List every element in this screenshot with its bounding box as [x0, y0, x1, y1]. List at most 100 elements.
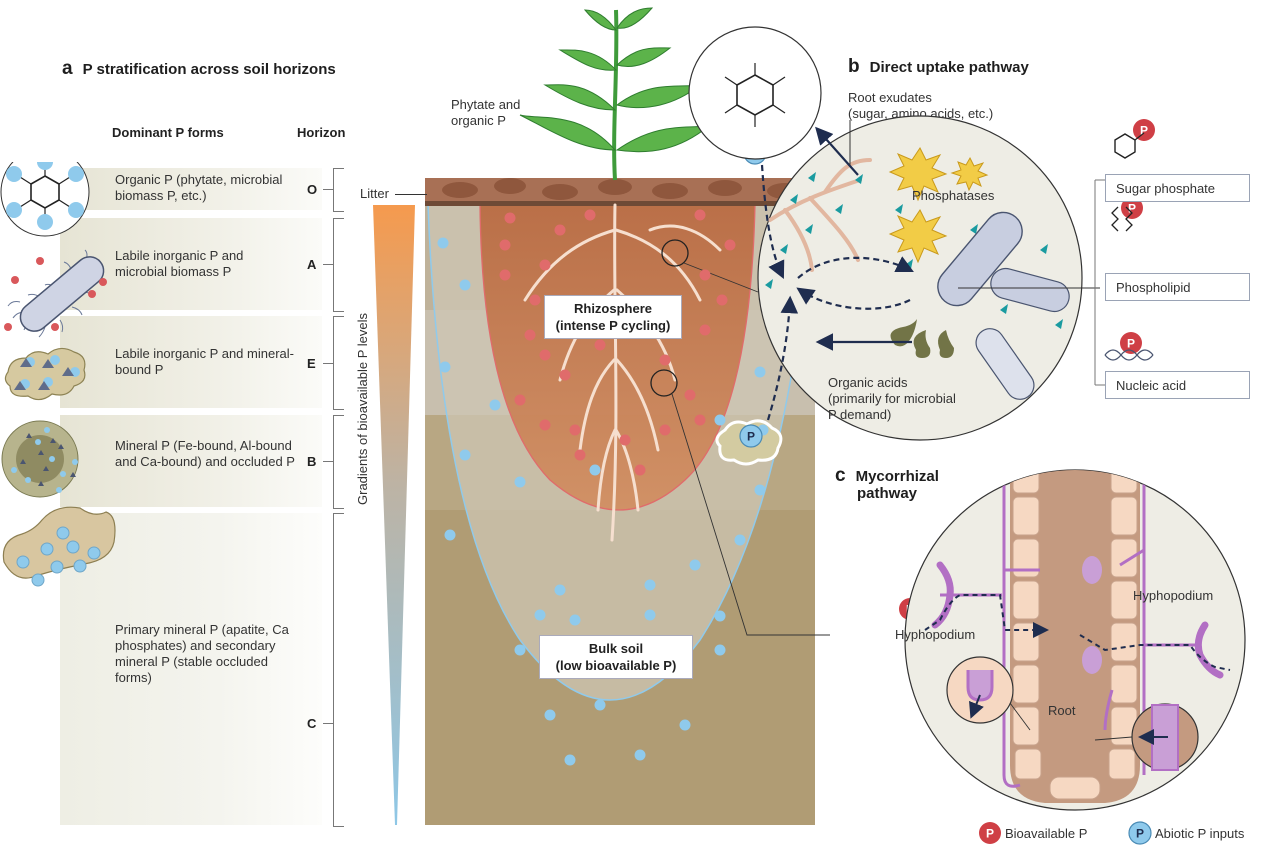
horizon-o: O — [307, 182, 318, 197]
abiotic-dot — [754, 484, 766, 496]
abiotic-dot — [444, 529, 456, 541]
bioavailable-dot — [504, 212, 516, 224]
bioavailability-gradient — [373, 205, 415, 825]
bioavailable-dot — [514, 394, 526, 406]
bioavailable-dot — [539, 259, 551, 271]
panel-c-title-line2: pathway — [857, 485, 918, 502]
horizon-c: C — [307, 716, 317, 731]
bioavailable-dot — [539, 419, 551, 431]
zoom-circle-rhizosphere — [661, 239, 689, 267]
abiotic-dot — [634, 749, 646, 761]
root-label: Root — [1048, 703, 1076, 718]
horizon-row-o — [60, 168, 322, 210]
abiotic-dot — [514, 476, 526, 488]
bioavailable-dot — [574, 449, 586, 461]
mineral-aggregate-icon — [4, 347, 86, 401]
bioavailable-p-badge: P — [1121, 197, 1143, 219]
abiotic-dot — [564, 754, 576, 766]
bioavailable-dot — [619, 434, 631, 446]
legend-abiotic-icon: P — [1128, 821, 1152, 845]
bioavailable-dot — [684, 389, 696, 401]
direct-uptake-circle — [757, 115, 1100, 441]
panel-a-title: a P stratification across soil horizons — [62, 58, 336, 80]
sugar-phosphate-box: Sugar phosphate — [1105, 174, 1250, 202]
abiotic-p-badge: P — [739, 424, 763, 448]
bioavailable-dot — [499, 239, 511, 251]
dominant-forms-header: Dominant P forms — [112, 125, 224, 140]
organic-acids-label: Organic acids (primarily for microbial P… — [828, 375, 956, 423]
horizon-row-b — [60, 415, 322, 507]
svg-text:P: P — [1128, 202, 1136, 216]
phytate-zoom-icon — [688, 26, 822, 160]
svg-text:P: P — [1127, 337, 1135, 351]
panel-a-title-text: P stratification across soil horizons — [82, 61, 336, 78]
row-text-a: Labile inorganic P and microbial biomass… — [115, 248, 244, 279]
bulk-soil-label-line2: (low bioavailable P) — [555, 658, 677, 673]
abiotic-dot — [714, 414, 726, 426]
bioavailable-dot — [659, 354, 671, 366]
abiotic-dot — [569, 614, 581, 626]
phosphatases-label: Phosphatases — [912, 188, 995, 203]
organic-acid-drops-icon — [890, 319, 954, 358]
row-text-b: Mineral P (Fe-bound, Al-bound and Ca-bou… — [115, 438, 295, 469]
abiotic-dot — [489, 399, 501, 411]
bracket-e — [333, 316, 344, 410]
primary-mineral-rock-icon — [2, 506, 116, 587]
horizon-row-e — [60, 316, 322, 408]
bioavailable-dot — [694, 414, 706, 426]
phytate-molecule-icon — [0, 162, 90, 237]
bracket-o — [333, 168, 344, 212]
horizon-a: A — [307, 257, 317, 272]
svg-text:P: P — [1136, 827, 1144, 841]
nucleic-acid-icon — [1104, 349, 1154, 361]
sugar-phosphate-icon — [1114, 132, 1145, 159]
mycorrhizal-circle — [904, 469, 1246, 811]
bioavailable-dot — [524, 329, 536, 341]
row-text-o: Organic P (phytate, microbial biomass P,… — [115, 172, 283, 203]
bulk-soil-label: Bulk soil (low bioavailable P) — [539, 635, 693, 679]
bioavailable-dot — [529, 294, 541, 306]
panel-a-icons — [0, 162, 116, 587]
bioavailable-dot — [699, 324, 711, 336]
bioavailable-dot — [499, 269, 511, 281]
root-exudates-label: Root exudates (sugar, amino acids, etc.) — [848, 90, 993, 122]
occluded-nodule-icon — [1, 420, 79, 498]
bioavailable-dot — [634, 464, 646, 476]
legend-bioavailable-icon: P — [979, 822, 1001, 844]
nucleic-acid-box: Nucleic acid — [1105, 371, 1250, 399]
tick-a — [323, 264, 333, 265]
litter-label: Litter — [360, 186, 389, 201]
horizon-row-c — [60, 513, 322, 825]
bioavailable-dot — [554, 224, 566, 236]
bioavailable-p-badge: P — [1133, 119, 1155, 141]
phospholipid-box: Phospholipid — [1105, 273, 1250, 301]
bioavailable-dot — [699, 269, 711, 281]
abiotic-dot — [439, 361, 451, 373]
phospholipid-icon — [1111, 206, 1133, 232]
tick-c — [323, 723, 333, 724]
p-form-icons — [1094, 132, 1154, 386]
tick-e — [323, 363, 333, 364]
panel-b-title-text: Direct uptake pathway — [869, 59, 1029, 76]
bioavailable-dot — [594, 339, 606, 351]
plant-icon — [519, 7, 711, 181]
bioavailable-p-badge: P — [1120, 332, 1142, 354]
horizon-header: Horizon — [297, 125, 346, 140]
abiotic-dot — [689, 559, 701, 571]
abiotic-dot — [459, 449, 471, 461]
panel-c-title-line1: Mycorrhizal — [855, 468, 939, 485]
panel-a-letter: a — [62, 58, 73, 79]
bracket-c — [333, 513, 344, 827]
svg-text:P: P — [986, 827, 994, 841]
hyphopodium-right-label: Hyphopodium — [1133, 588, 1214, 603]
rhizosphere-label: Rhizosphere (intense P cycling) — [544, 295, 682, 339]
bioavailable-dot — [539, 349, 551, 361]
svg-text:P: P — [1140, 124, 1148, 138]
abiotic-dot — [459, 279, 471, 291]
abiotic-dot — [734, 534, 746, 546]
tick-b — [323, 461, 333, 462]
organic-acids-line2: (primarily for microbial — [828, 391, 956, 406]
bioavailable-dot — [559, 369, 571, 381]
legend-abiotic-label: Abiotic P inputs — [1155, 826, 1245, 841]
